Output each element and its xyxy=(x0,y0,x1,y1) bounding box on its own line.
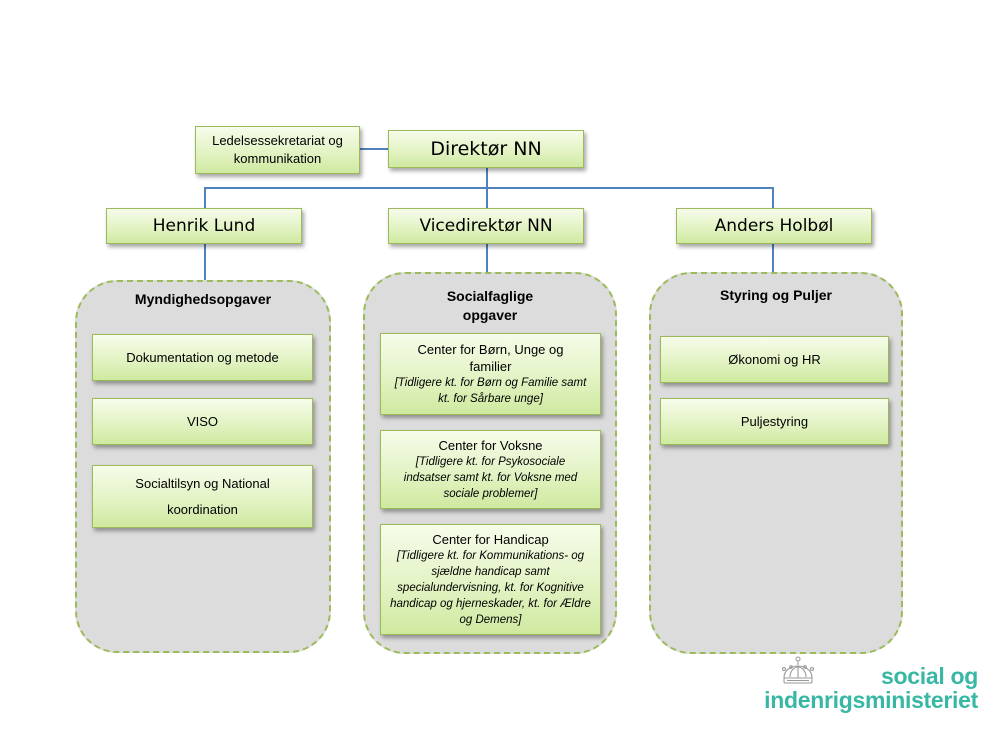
manager-left-box: Henrik Lund xyxy=(106,208,302,244)
connector-left-group xyxy=(204,244,206,280)
unit-voksne-note: [Tidligere kt. for Psykosociale indsatse… xyxy=(403,456,578,500)
unit-voksne: Center for Voksne [Tidligere kt. for Psy… xyxy=(380,430,601,509)
manager-right-box: Anders Holbøl xyxy=(676,208,872,244)
group-title-right: Styring og Puljer xyxy=(719,287,832,303)
unit-puljestyring: Puljestyring xyxy=(660,398,889,445)
unit-handicap-note: [Tidligere kt. for Kommunikations- og sj… xyxy=(390,550,591,626)
unit-viso: VISO xyxy=(92,398,313,445)
logo-line-1: social og xyxy=(881,663,978,689)
unit-boern-unge: Center for Børn, Unge og familier [Tidli… xyxy=(380,333,601,415)
unit-handicap: Center for Handicap [Tidligere kt. for K… xyxy=(380,524,601,635)
connector-right-group xyxy=(772,244,774,272)
manager-middle-box: Vicedirektør NN xyxy=(388,208,584,244)
unit-boern-unge-note: [Tidligere kt. for Børn og Familie samt … xyxy=(394,377,587,405)
unit-boern-unge-title: Center for Børn, Unge og familier xyxy=(417,342,564,374)
connector-middle-group xyxy=(486,244,488,272)
crown-icon xyxy=(781,656,815,684)
unit-dokumentation: Dokumentation og metode xyxy=(92,334,313,381)
unit-oekonomi-hr: Økonomi og HR xyxy=(660,336,889,383)
group-styring-puljer xyxy=(649,272,903,654)
unit-socialtilsyn: Socialtilsyn og National koordination xyxy=(92,465,313,528)
unit-handicap-title: Center for Handicap xyxy=(432,532,549,547)
group-title-middle: Socialfaglige opgaver xyxy=(446,288,534,323)
connector-left-down xyxy=(204,187,206,208)
connector-horizontal xyxy=(204,187,774,189)
group-title-left: Myndighedsopgaver xyxy=(134,291,272,307)
secretariat-box: Ledelsessekretariat og kommunikation xyxy=(195,126,360,174)
connector-right-down xyxy=(772,187,774,208)
director-box: Direktør NN xyxy=(388,130,584,168)
logo-line-2: indenrigsministeriet xyxy=(764,687,978,713)
unit-voksne-title: Center for Voksne xyxy=(438,438,543,453)
ministry-logo: social og indenrigsministeriet xyxy=(764,664,978,712)
connector-secretariat xyxy=(360,148,390,150)
